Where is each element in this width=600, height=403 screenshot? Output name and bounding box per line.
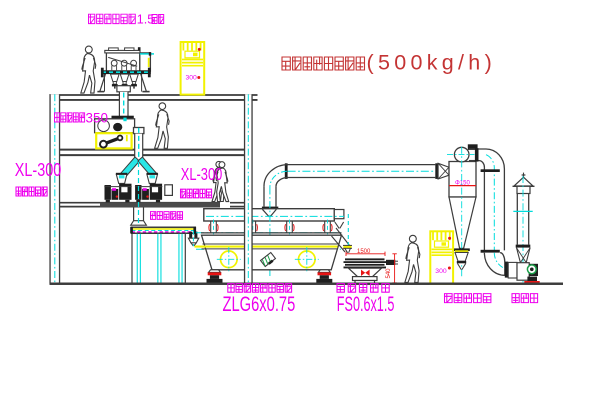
- svg-text:ZLG6x0.75: ZLG6x0.75: [223, 292, 296, 315]
- svg-text:300: 300: [186, 74, 198, 81]
- svg-text:300: 300: [435, 268, 447, 275]
- svg-text:540: 540: [386, 268, 392, 279]
- svg-text:FS0.6x1.5: FS0.6x1.5: [337, 292, 395, 316]
- svg-text:Φ150: Φ150: [455, 180, 470, 186]
- svg-text:(500kg/h): (500kg/h): [367, 51, 497, 75]
- svg-text:1.5: 1.5: [137, 13, 154, 27]
- svg-text:XL-300: XL-300: [181, 165, 222, 184]
- svg-text:XL-300: XL-300: [15, 159, 61, 180]
- svg-text:350: 350: [86, 111, 109, 126]
- svg-text:1500: 1500: [357, 249, 371, 255]
